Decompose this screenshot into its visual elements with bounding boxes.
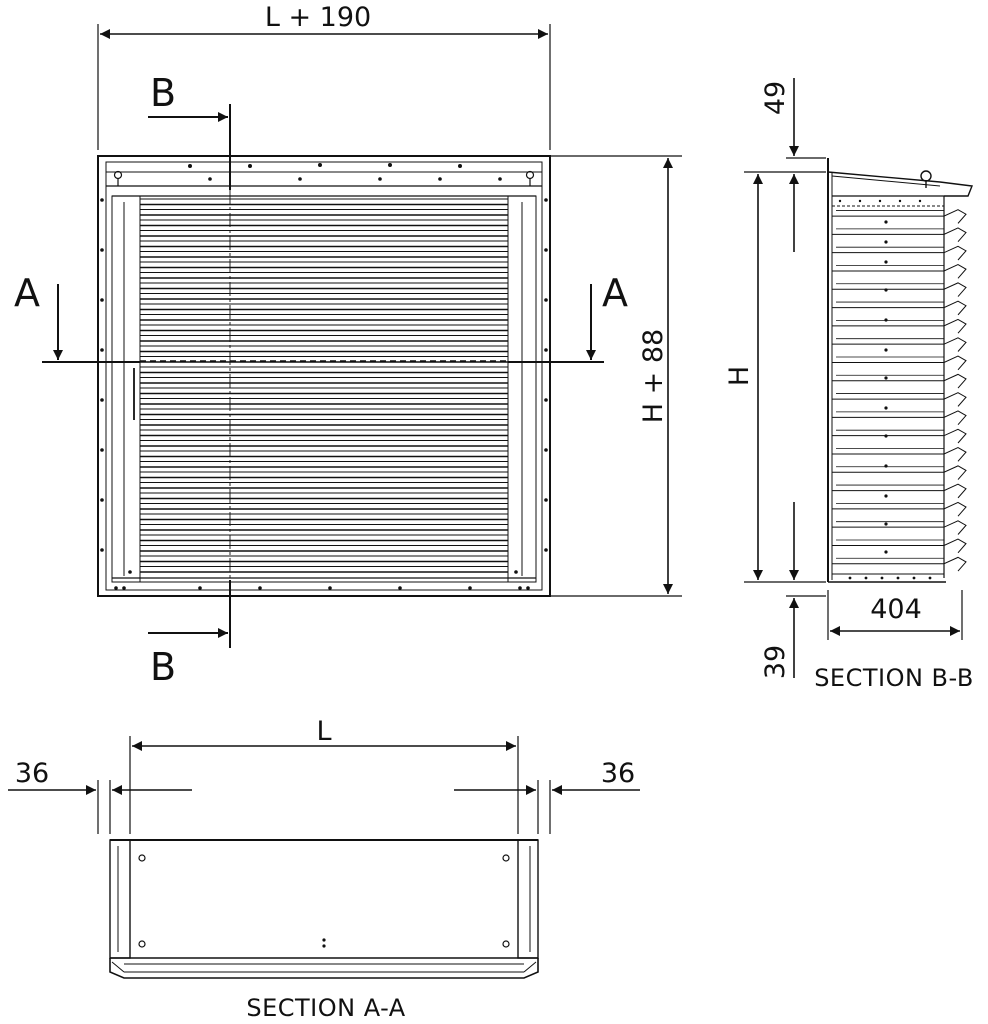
section-blade xyxy=(832,263,967,279)
front-view xyxy=(42,104,604,648)
front-inner-frame xyxy=(105,161,543,591)
section-blade xyxy=(832,483,967,499)
section-blade xyxy=(832,556,967,572)
section-aa-title: SECTION A-A xyxy=(246,994,405,1022)
section-mark-b-bottom: B xyxy=(150,645,176,689)
dim-label-depth: 404 xyxy=(870,594,922,625)
dim-label-left-frame: 36 xyxy=(15,758,49,789)
section-blade xyxy=(832,446,967,462)
dim-label-length: L xyxy=(316,716,331,747)
front-louver-blades xyxy=(140,198,508,573)
section-blade xyxy=(832,465,967,480)
section-blade xyxy=(832,355,967,371)
section-mark-b-top: B xyxy=(150,71,176,115)
section-blade xyxy=(832,245,967,261)
section-bb-rivets xyxy=(838,199,932,580)
section-aa-dims xyxy=(8,736,640,834)
section-blade xyxy=(832,373,967,389)
section-blade xyxy=(832,520,967,535)
section-blade xyxy=(832,282,967,297)
dim-label-height: H xyxy=(724,366,755,386)
dim-label-top-gap: 49 xyxy=(760,81,791,115)
section-blade xyxy=(832,337,967,352)
front-outer-frame xyxy=(97,155,551,597)
section-blade xyxy=(832,318,967,334)
dim-label-width-total: L + 190 xyxy=(265,2,371,33)
section-bb-title: SECTION B-B xyxy=(814,664,974,692)
section-blade xyxy=(832,428,967,444)
section-mark-a-left: A xyxy=(14,271,40,315)
section-blade xyxy=(832,392,967,407)
section-mark-a-right: A xyxy=(602,271,628,315)
section-b-arrows xyxy=(148,112,228,638)
section-blade xyxy=(832,538,967,554)
section-aa-view xyxy=(109,839,539,979)
dim-label-bottom-gap: 39 xyxy=(760,645,791,679)
section-a-arrows xyxy=(53,284,596,360)
dim-label-height-total: H + 88 xyxy=(638,329,669,423)
section-blade xyxy=(832,227,967,243)
front-rivets xyxy=(100,163,548,590)
section-bb-blades xyxy=(832,209,967,572)
section-blade xyxy=(832,300,967,316)
dim-width-total xyxy=(97,24,551,150)
section-bb-view xyxy=(827,158,973,583)
dim-label-right-frame: 36 xyxy=(601,758,635,789)
section-blade xyxy=(832,209,967,224)
section-blade xyxy=(832,501,967,517)
section-bb-dims xyxy=(744,78,963,678)
dim-height-total xyxy=(550,155,682,597)
section-blade xyxy=(832,410,967,426)
